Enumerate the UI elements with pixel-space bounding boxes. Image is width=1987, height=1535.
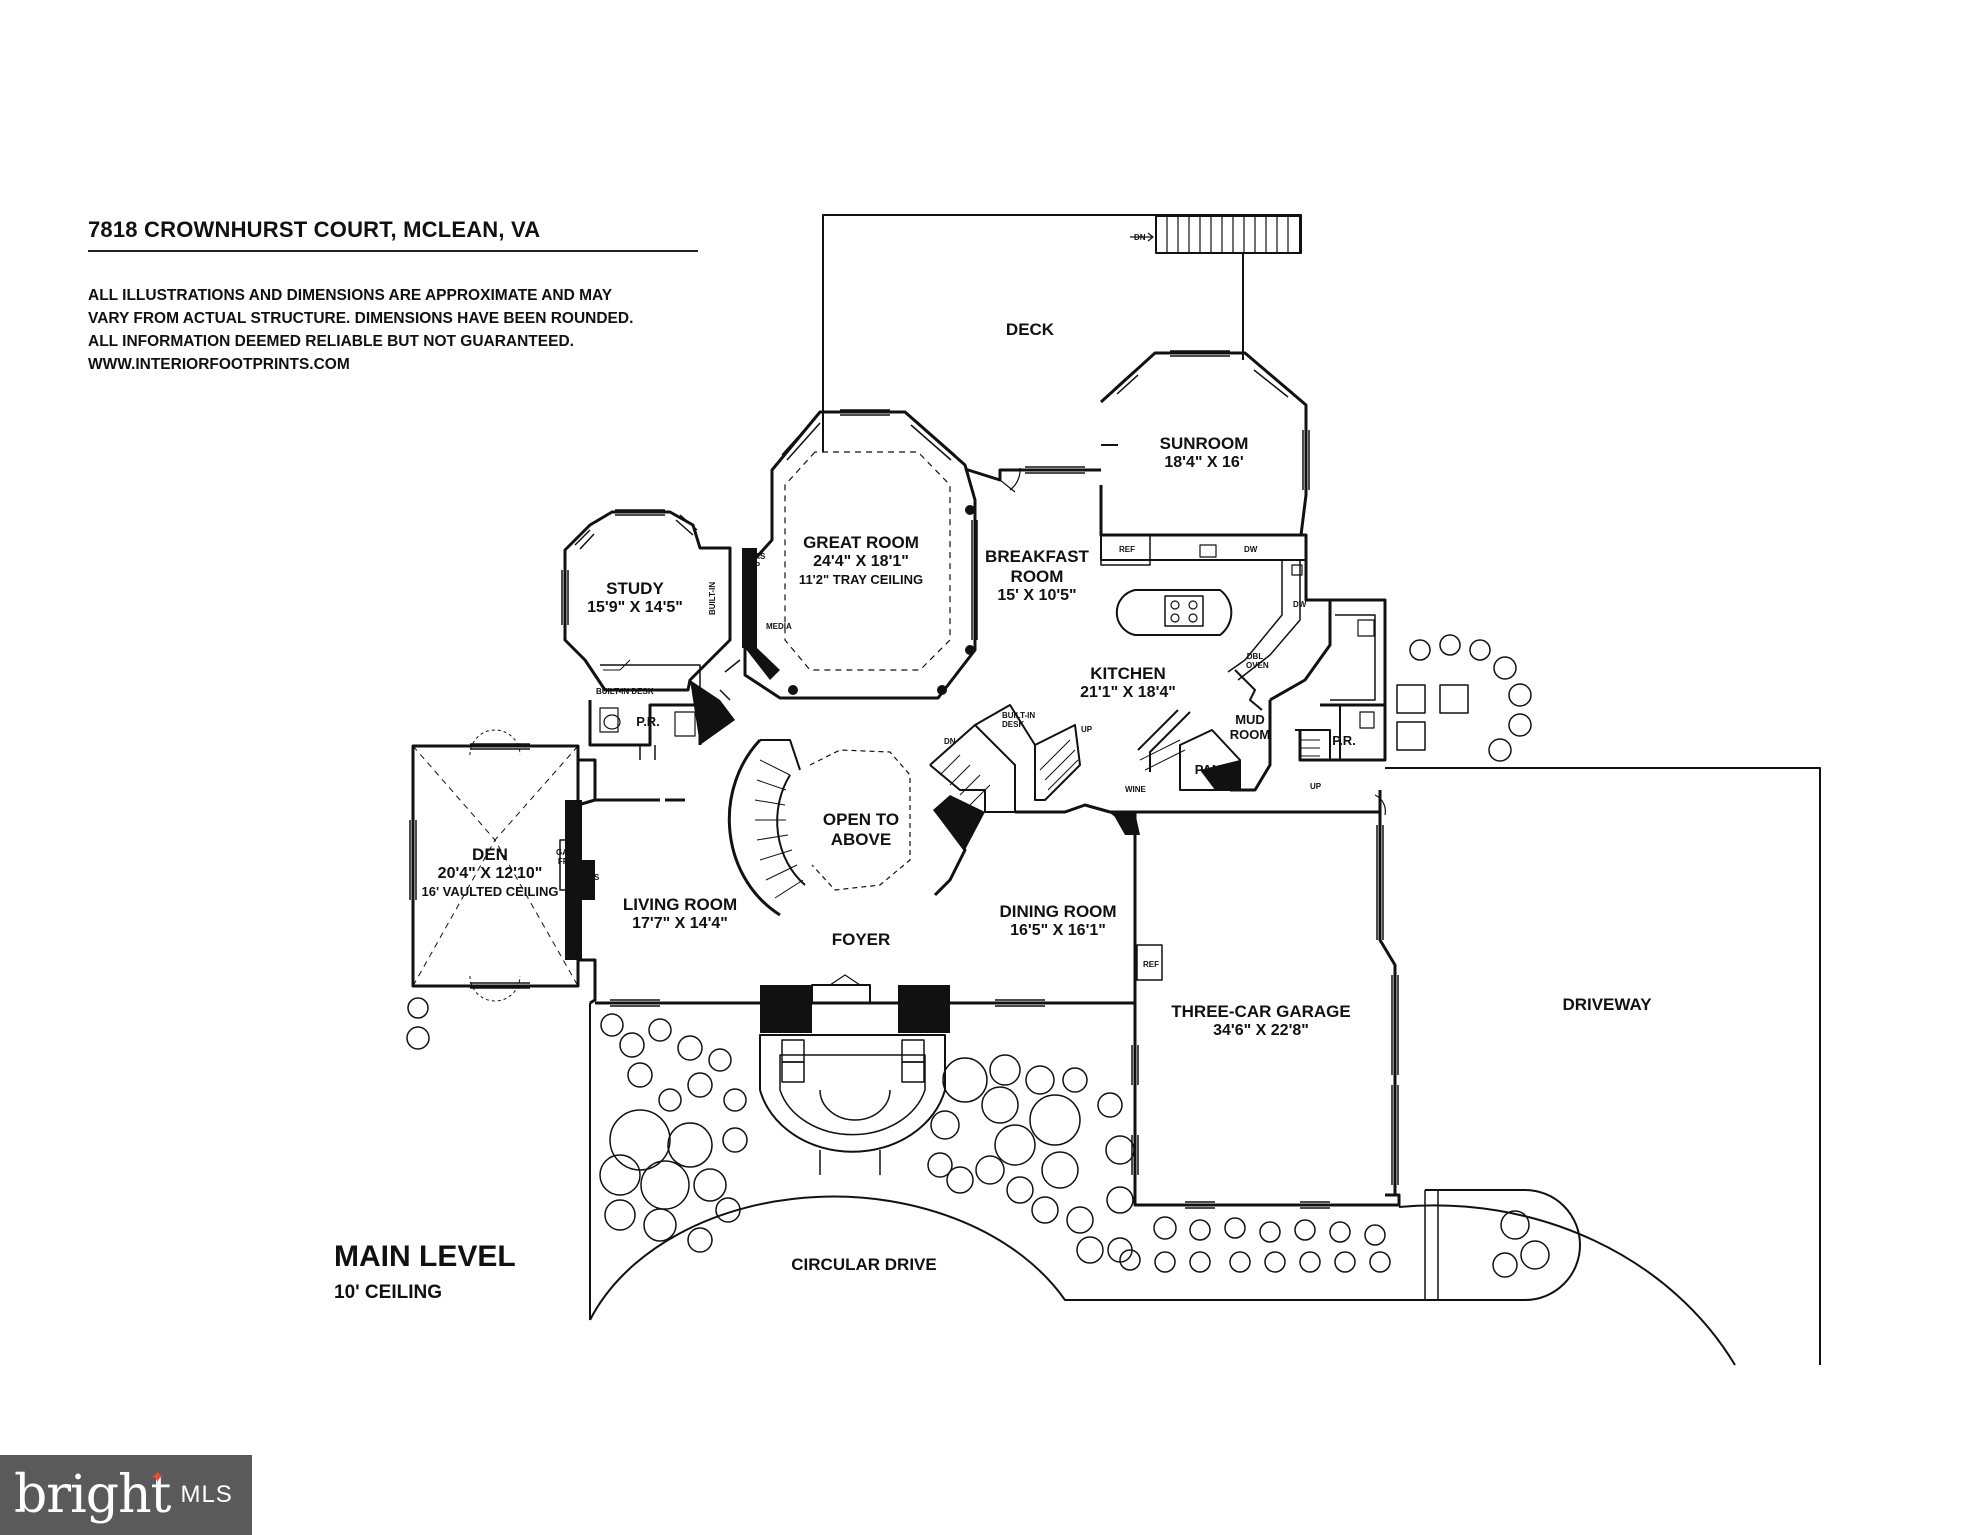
room-dimensions: 16'5" X 16'1" <box>1010 922 1106 940</box>
room-study: STUDY 15'9" X 14'5" <box>587 579 683 618</box>
room-name: BREAKFAST <box>985 547 1089 566</box>
area-name: CIRCULAR DRIVE <box>791 1255 937 1274</box>
cooktop <box>1164 595 1204 627</box>
room-living-room: LIVING ROOM 17'7" X 14'4" <box>623 895 737 934</box>
room-dimensions: 24'4" X 18'1" <box>813 553 909 571</box>
mud-room-stair-up-label: UP <box>1310 782 1322 791</box>
driveway-edge <box>1385 767 1821 1365</box>
dishwasher-label: DW <box>1244 545 1258 554</box>
room-name: DINING ROOM <box>999 902 1117 921</box>
logo-mls: MLS <box>180 1481 233 1508</box>
deck-outline <box>822 214 1302 360</box>
kitchen-fridge-label: REF <box>1119 545 1135 554</box>
room-name: KITCHEN <box>1090 664 1166 683</box>
circular-drive-label: CIRCULAR DRIVE <box>791 1255 936 1275</box>
room-name: P.R. <box>1332 733 1356 748</box>
room-dimensions: 21'1" X 18'4" <box>1080 684 1176 702</box>
room-name: THREE-CAR GARAGE <box>1171 1002 1351 1021</box>
study-built-in-desk-label: BUILT-IN DESK <box>596 687 654 696</box>
great-room-gas-fp-label: GAS FP <box>748 552 766 570</box>
room-name: LIVING ROOM <box>622 895 738 914</box>
room-name: PAN <box>1194 762 1222 777</box>
den-gas-fp-label: GAS FP <box>556 848 574 866</box>
disclaimer: ALL ILLUSTRATIONS AND DIMENSIONS ARE APP… <box>88 284 633 376</box>
deck-stairs <box>1155 215 1301 254</box>
room-pantry: PAN <box>1195 762 1221 777</box>
vaulted-ceiling-lines <box>412 745 579 987</box>
level-ceiling: 10' CEILING <box>334 1282 442 1303</box>
room-great-room: GREAT ROOM 24'4" X 18'1" 11'2" TRAY CEIL… <box>799 533 923 587</box>
room-dining-room: DINING ROOM 16'5" X 16'1" <box>999 902 1116 941</box>
dishwasher-side-label: DW <box>1293 600 1307 609</box>
website-url: WWW.INTERIORFOOTPRINTS.COM <box>88 356 350 373</box>
disclaimer-line: ALL ILLUSTRATIONS AND DIMENSIONS ARE APP… <box>88 287 613 304</box>
study-walls <box>563 510 732 692</box>
open-to-above: OPEN TO ABOVE <box>823 810 899 850</box>
disclaimer-line: VARY FROM ACTUAL STRUCTURE. DIMENSIONS H… <box>88 310 634 327</box>
room-name-line2: ROOM <box>1010 567 1064 587</box>
front-steps <box>759 1034 946 1153</box>
deck-stair-down-label: DN <box>1134 233 1146 242</box>
room-dimensions: 15'9" X 14'5" <box>587 599 683 617</box>
logo-star-icon: ✦ <box>150 1467 166 1487</box>
great-room-fireplace <box>742 548 757 648</box>
property-address: 7818 CROWNHURST COURT, MCLEAN, VA <box>88 217 541 242</box>
stair-down-label: DN <box>944 737 956 746</box>
double-oven-label: DBL OVEN <box>1246 652 1269 670</box>
room-dimensions: 15' X 10'5" <box>997 587 1077 605</box>
bright-mls-logo: bright MLS ✦ <box>0 1455 252 1535</box>
driveway-label: DRIVEWAY <box>1562 995 1651 1015</box>
room-mud-room: MUD ROOM <box>1230 712 1270 743</box>
room-ceiling-note: 16' VAULTED CEILING <box>421 883 559 899</box>
room-foyer: FOYER <box>832 930 891 950</box>
room-name: DEN <box>472 845 508 864</box>
room-name: MUD <box>1235 712 1265 727</box>
room-kitchen: KITCHEN 21'1" X 18'4" <box>1080 664 1176 703</box>
header-divider <box>88 250 698 252</box>
den-fireplace <box>565 800 582 960</box>
room-dimensions: 17'7" X 14'4" <box>632 915 728 933</box>
room-name: DECK <box>1005 320 1055 339</box>
room-name: FOYER <box>831 930 891 949</box>
room-garage: THREE-CAR GARAGE 34'6" X 22'8" <box>1171 1002 1350 1041</box>
living-gas-fp-label: GAS FP <box>582 873 600 891</box>
room-powder-right: P.R. <box>1332 733 1356 748</box>
hall-built-in-desk-label: BUILT-IN DESK <box>1002 711 1036 729</box>
circular-drive-edge <box>589 1195 1425 1321</box>
room-name-line2: ABOVE <box>830 830 892 850</box>
room-name: STUDY <box>606 579 664 598</box>
built-in-label: BUILT-IN <box>708 581 717 615</box>
area-name: DRIVEWAY <box>1562 995 1652 1014</box>
room-name-line2: ROOM <box>1229 727 1271 743</box>
curved-stair-inner <box>776 774 806 886</box>
room-ceiling-note: 11'2" TRAY CEILING <box>798 571 924 587</box>
entry-pier-left <box>760 985 812 1033</box>
curved-stair-outer <box>727 738 781 917</box>
open-to-above-outline <box>809 749 911 891</box>
level-title: MAIN LEVEL <box>334 1240 516 1273</box>
room-dimensions: 34'6" X 22'8" <box>1213 1022 1309 1040</box>
wine-label: WINE <box>1125 785 1146 794</box>
room-name: SUNROOM <box>1159 434 1249 453</box>
room-powder-left: P.R. <box>636 714 660 729</box>
room-breakfast: BREAKFAST ROOM 15' X 10'5" <box>985 547 1089 606</box>
media-label: MEDIA <box>766 622 792 631</box>
room-name: OPEN TO <box>822 810 900 829</box>
planter-right <box>1425 1189 1581 1301</box>
entry-pier-right <box>898 985 950 1033</box>
room-dimensions: 20'4" X 12'10" <box>437 865 543 883</box>
room-sunroom: SUNROOM 18'4" X 16' <box>1160 434 1249 473</box>
garage-fridge-label: REF <box>1143 960 1159 969</box>
room-name: P.R. <box>636 714 660 729</box>
disclaimer-line: ALL INFORMATION DEEMED RELIABLE BUT NOT … <box>88 333 574 350</box>
kitchen-island <box>1115 589 1233 636</box>
tray-ceiling-outline <box>784 451 951 671</box>
room-dimensions: 18'4" X 16' <box>1164 454 1244 472</box>
logo-wordmark: bright <box>14 1465 171 1525</box>
room-deck: DECK <box>1006 320 1054 340</box>
room-name: GREAT ROOM <box>803 533 919 552</box>
stair-up-label: UP <box>1081 725 1093 734</box>
room-den: DEN 20'4" X 12'10" 16' VAULTED CEILING <box>422 845 559 899</box>
